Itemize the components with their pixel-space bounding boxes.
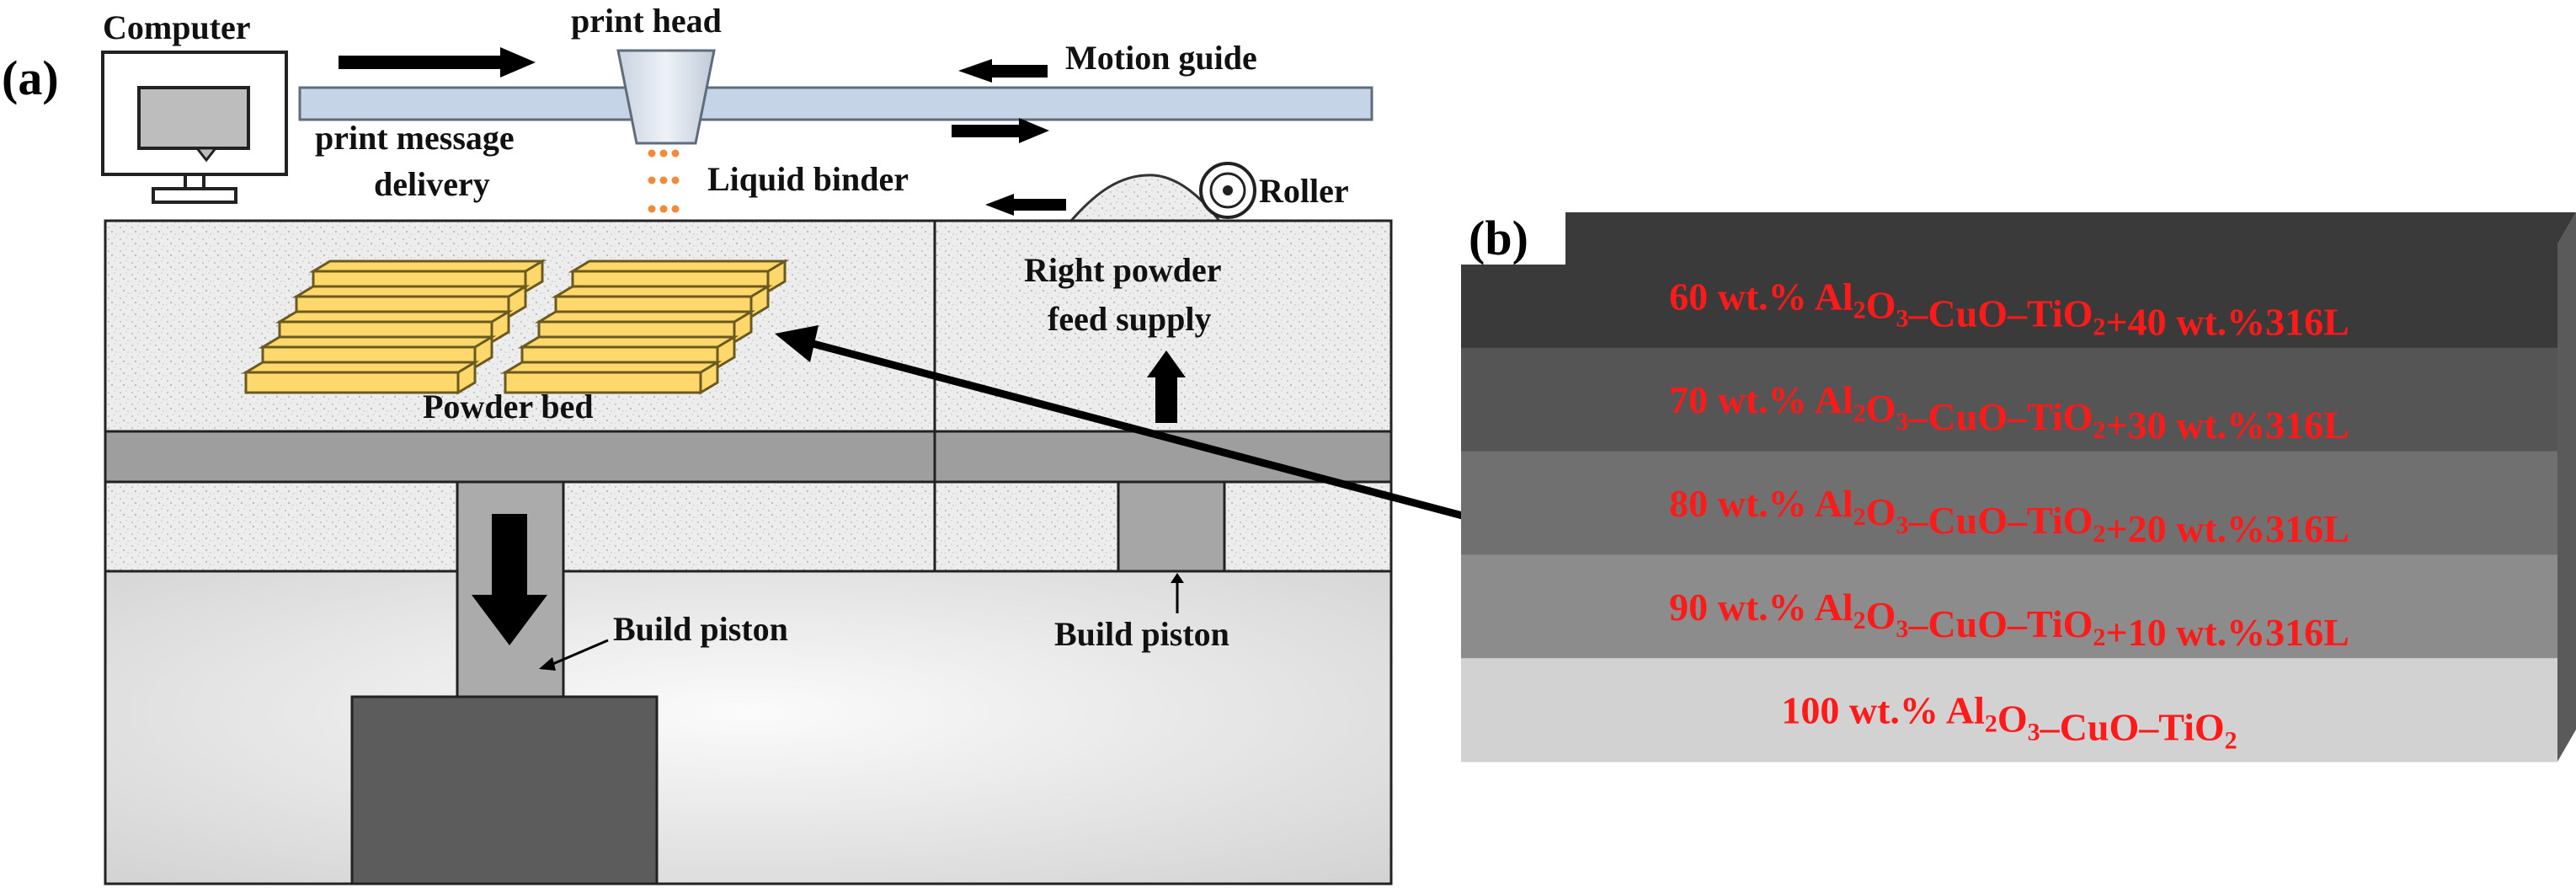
motion-guide-label: Motion guide <box>1065 39 1257 77</box>
delivery-label: delivery <box>374 165 490 203</box>
powder-bed-label: Powder bed <box>423 388 594 425</box>
panel-a: (a) Computer print head <box>2 2 1393 885</box>
feed-up-arrow <box>1147 350 1186 423</box>
layer-5-label: 100 wt.% Al2O3–CuO–TiO2 <box>1781 689 2237 755</box>
right-powder-label: Right powder <box>1024 251 1221 289</box>
build-piston-right-rod <box>1117 480 1226 573</box>
layer-2-label: 70 wt.% Al2O3–CuO–TiO2+30 wt.%316L <box>1669 378 2349 447</box>
layer-2 <box>1461 347 2557 452</box>
panel-b-label-box <box>1461 212 1565 265</box>
layer-4-label: 90 wt.% Al2O3–CuO–TiO2+10 wt.%316L <box>1669 586 2349 654</box>
roller-icon <box>1199 162 1256 219</box>
layer-1 <box>1461 244 2557 349</box>
build-platform-left <box>104 430 936 484</box>
layer-1-label: 60 wt.% Al2O3–CuO–TiO2+40 wt.%316L <box>1669 275 2349 343</box>
liquid-binder-label: Liquid binder <box>707 160 909 198</box>
part-left-4 <box>258 334 497 370</box>
build-piston-left-block <box>350 695 659 885</box>
build-piston-left-pointer <box>539 639 609 671</box>
panel-b: 60 wt.% Al2O3–CuO–TiO2+40 wt.%316L 70 wt.… <box>1461 211 2576 762</box>
motion-guide-rail <box>298 86 1373 121</box>
layer-3 <box>1461 451 2557 555</box>
stack-side-face <box>2557 212 2576 762</box>
powder-bed <box>104 219 936 433</box>
layer-4 <box>1461 554 2557 659</box>
panel-a-label: (a) <box>2 51 59 105</box>
message-arrow-right <box>339 47 536 78</box>
panel-b-label: (b) <box>1469 211 1528 265</box>
connector-arrow <box>775 325 1585 552</box>
build-piston-right-pointer <box>1171 573 1184 613</box>
print-head-icon <box>616 49 716 145</box>
build-piston-right-label: Build piston <box>1054 615 1229 653</box>
printed-parts <box>241 259 790 395</box>
part-right-5 <box>500 360 723 395</box>
piston-down-arrow <box>472 514 547 645</box>
computer-label: Computer <box>103 8 251 46</box>
print-head-label: print head <box>571 2 722 40</box>
layer-3-label: 80 wt.% Al2O3–CuO–TiO2+20 wt.%316L <box>1669 482 2349 550</box>
print-message-label: print message <box>315 119 515 157</box>
computer-icon <box>101 51 288 204</box>
motion-arrow-right <box>952 118 1049 143</box>
feed-supply-label: feed supply <box>1048 300 1212 338</box>
part-left-5 <box>241 360 480 395</box>
roller-label: Roller <box>1259 172 1349 210</box>
roller-arrow-left <box>985 194 1066 216</box>
build-piston-left-label: Build piston <box>613 610 788 648</box>
motion-arrow-left <box>958 59 1048 83</box>
part-right-1 <box>568 259 790 294</box>
machine-base <box>104 570 1393 885</box>
stack-top-face <box>1461 212 2576 244</box>
binder-droplets <box>648 149 680 213</box>
layer-5 <box>1461 658 2557 762</box>
powder-mound <box>1068 174 1223 222</box>
